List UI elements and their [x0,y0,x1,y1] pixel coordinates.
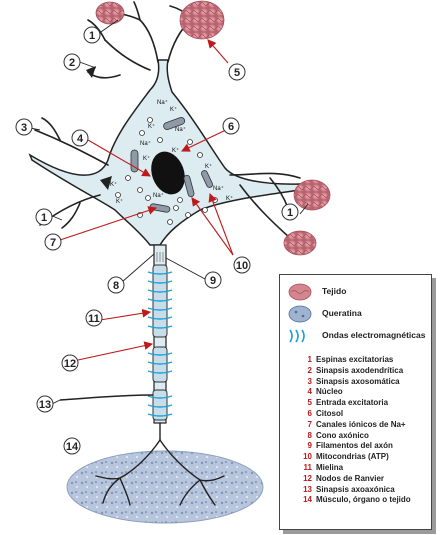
ion-na: Na⁺ [153,192,164,199]
tissue-icon [286,283,314,301]
ion-k: K⁺ [110,181,117,188]
callout-8: 8 [113,280,119,292]
ion-k: K⁺ [205,163,212,170]
axon-terminals [95,422,225,506]
callout-5: 5 [234,67,240,79]
ion-k: K⁺ [116,198,123,205]
wave-icon [286,327,314,345]
callout-11: 11 [88,313,100,325]
legend-row-keratin: Queratina [280,305,430,323]
ion-na: Na⁺ [157,99,168,106]
callout-1: 1 [41,212,47,224]
callout-2: 2 [69,57,75,69]
ion-na: Na⁺ [213,185,224,192]
ion-k: K⁺ [143,155,150,162]
legend: Tejido Queratina Ondas electromagnéticas… [279,274,432,530]
electromagnetic-waves [147,271,173,417]
mitochondria [130,117,213,213]
synapse-terminals [86,66,112,190]
legend-label-keratin: Queratina [322,308,362,318]
ion-k: K⁺ [226,195,233,202]
axoaxonic-synapse [59,394,154,401]
nucleus [151,151,185,195]
callout-3: 3 [21,122,27,134]
keratin-icon [286,305,314,323]
callout-12: 12 [64,358,76,370]
ion-na: Na⁺ [175,126,186,133]
tissue-inputs [95,0,331,256]
callout-leaders [29,19,309,405]
callout-14: 14 [66,441,79,453]
legend-label-waves: Ondas electromagnéticas [322,330,426,340]
callout-13: 13 [39,399,51,411]
callout-labels: 1 2 3 4 5 6 1 7 8 9 1 10 11 12 13 14 [21,30,293,453]
callout-4: 4 [77,133,84,145]
callout-9: 9 [210,275,216,287]
callout-arrows [59,39,234,361]
callout-markers [15,26,299,455]
legend-row-waves: Ondas electromagnéticas [280,327,430,345]
callout-7: 7 [50,237,56,249]
ion-k: K⁺ [148,123,155,130]
legend-row-tissue: Tejido [280,283,430,301]
ion-k: K⁺ [170,106,177,113]
callout-1: 1 [89,30,95,42]
ion-k: K⁺ [172,147,179,154]
callout-1: 1 [287,207,293,219]
ion-labels: Na⁺ K⁺ Na⁺ K⁺ Na⁺ K⁺ K⁺ K⁺ K⁺ Na⁺ K⁺ Na⁺… [110,99,233,205]
callout-10: 10 [236,260,248,272]
muscle-tissue [66,450,264,524]
axon [152,244,168,424]
legend-label-tissue: Tejido [322,286,347,296]
callout-6: 6 [228,121,234,133]
ion-na: Na⁺ [140,140,151,147]
